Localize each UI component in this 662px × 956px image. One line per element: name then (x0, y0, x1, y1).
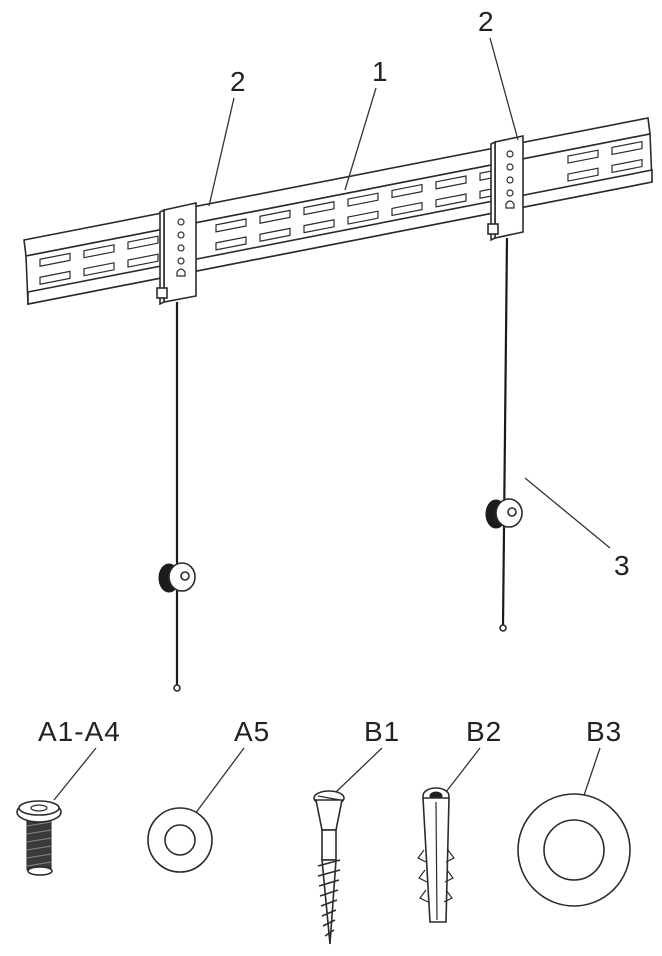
leader-1 (344, 87, 377, 191)
rail-slot-upper (39, 252, 71, 267)
rail-slot-lower (39, 270, 71, 285)
rail-slot-lower (567, 167, 599, 182)
wall-rail (23, 117, 653, 305)
rail-slot-upper (611, 140, 643, 156)
rail-slot-lower (611, 158, 643, 174)
rail-slot-lower (303, 219, 335, 234)
label-b3: B3 (586, 716, 623, 747)
rail-slot-lower (435, 193, 467, 208)
rail-slot-upper (127, 235, 159, 250)
callout-bracket-left: 2 (230, 66, 247, 97)
safety-cord-right (485, 237, 523, 632)
washer-b3 (517, 793, 631, 907)
washer-a5 (147, 807, 213, 873)
bracket-left (156, 202, 197, 306)
rail-slot-lower (83, 262, 115, 277)
rail-slot-lower (127, 253, 159, 268)
rail-slot-lower (215, 236, 247, 251)
rail-slot-upper (391, 183, 423, 199)
label-b2: B2 (466, 716, 503, 747)
rail-slot-lower (259, 227, 291, 242)
label-a1-a4: A1-A4 (38, 716, 121, 747)
rail-slot-upper (347, 192, 379, 207)
bolt-a1-a4 (16, 800, 62, 876)
rail-slot-upper (303, 201, 335, 216)
label-b1: B1 (364, 716, 401, 747)
leader-a1-a4 (53, 747, 97, 801)
bracket-right (487, 135, 524, 242)
callout-bracket-right: 2 (478, 6, 495, 37)
rail-slot-lower (391, 201, 423, 217)
leader-b1 (335, 747, 383, 793)
leader-2-left (208, 97, 235, 207)
rail-slot-upper (259, 209, 291, 224)
leader-2-right (489, 37, 519, 141)
rail-slot-upper (567, 149, 599, 164)
leader-b2 (445, 747, 481, 793)
rail-slot-upper (83, 244, 115, 259)
rail-slot-upper (435, 175, 467, 190)
callout-cord: 3 (614, 550, 631, 581)
safety-cord-left (158, 302, 196, 692)
callout-rail: 1 (372, 56, 389, 87)
leader-3 (524, 477, 611, 549)
wall-anchor-b2 (417, 787, 455, 923)
wood-screw-b1 (313, 790, 345, 945)
rail-slot-upper (215, 218, 247, 233)
rail-slot-lower (347, 210, 379, 225)
label-a5: A5 (234, 716, 271, 747)
